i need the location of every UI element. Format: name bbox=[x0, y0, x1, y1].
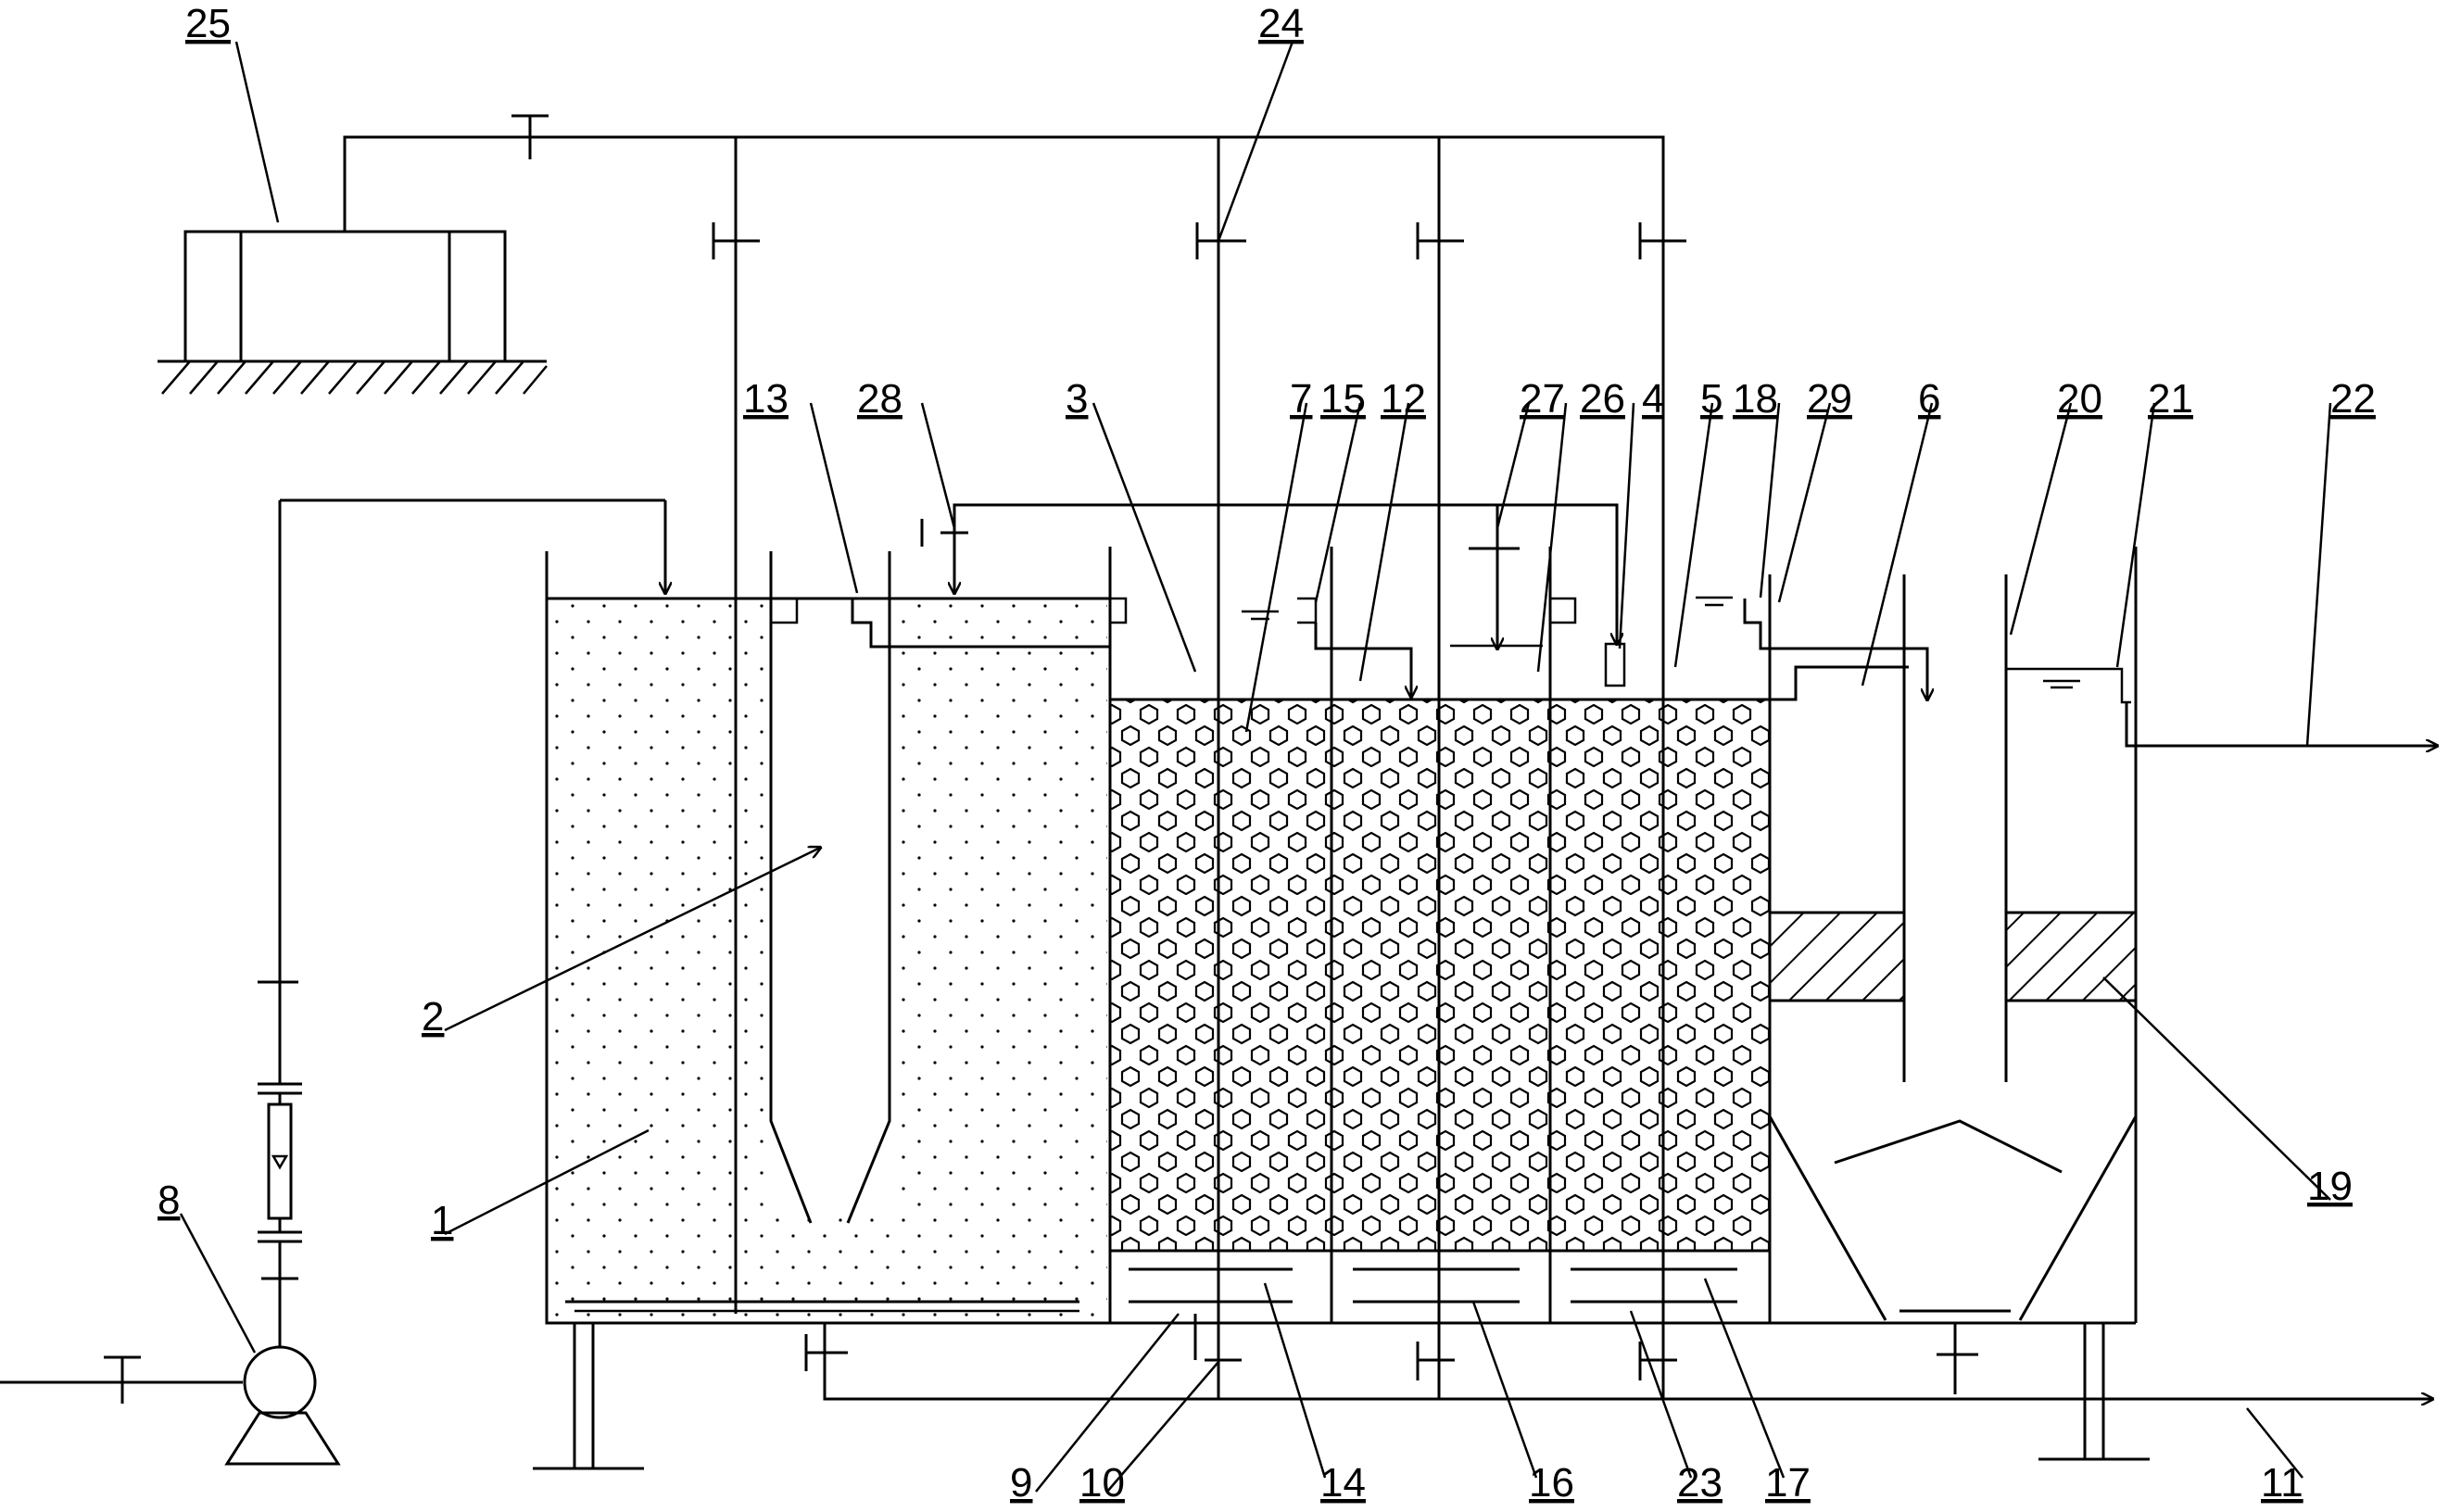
influent-pipe bbox=[258, 498, 665, 1280]
label-5: 5 bbox=[1700, 376, 1723, 422]
air-valves-bottom bbox=[1193, 1314, 1677, 1380]
label-23: 23 bbox=[1677, 1460, 1723, 1506]
valve-27 bbox=[1469, 505, 1520, 649]
label-15: 15 bbox=[1320, 376, 1366, 422]
label-7: 7 bbox=[1290, 376, 1312, 422]
label-29: 29 bbox=[1807, 376, 1852, 422]
flow-meter bbox=[267, 1102, 293, 1220]
discharge-pipe-11 bbox=[804, 1323, 2432, 1399]
overflow-weir-13 bbox=[771, 597, 1110, 649]
label-21: 21 bbox=[2148, 376, 2193, 422]
label-10: 10 bbox=[1079, 1460, 1125, 1506]
label-6: 6 bbox=[1918, 376, 1940, 422]
label-19: 19 bbox=[2307, 1164, 2353, 1209]
sensor-26 bbox=[1604, 642, 1626, 687]
leader-lines bbox=[179, 41, 2332, 1493]
label-13: 13 bbox=[743, 376, 789, 422]
label-25: 25 bbox=[185, 1, 231, 46]
label-28: 28 bbox=[857, 376, 902, 422]
label-12: 12 bbox=[1381, 376, 1426, 422]
filler-chambers bbox=[920, 503, 2136, 1380]
tank-1 bbox=[533, 551, 1110, 1470]
aerator-17 bbox=[1571, 1267, 1737, 1304]
label-27: 27 bbox=[1520, 376, 1565, 422]
branch-valve-1 bbox=[712, 222, 760, 259]
ground-hatch bbox=[161, 360, 548, 395]
weir-21 bbox=[2113, 667, 2131, 704]
label-22: 22 bbox=[2330, 376, 2376, 422]
air-header-valve bbox=[511, 114, 549, 159]
label-1: 1 bbox=[431, 1198, 453, 1243]
label-24: 24 bbox=[1258, 1, 1304, 46]
branch-valve-3 bbox=[1416, 222, 1464, 259]
recycle-pipe-28 bbox=[920, 503, 1617, 644]
label-11: 11 bbox=[2261, 1460, 2303, 1506]
number-labels: 25 24 13 28 3 7 15 12 27 4 26 5 18 29 6 … bbox=[158, 1, 2376, 1506]
label-20: 20 bbox=[2057, 376, 2102, 422]
label-3: 3 bbox=[1066, 376, 1088, 422]
settling-tank-6 bbox=[1768, 547, 2437, 1461]
water-level-5 bbox=[1696, 596, 1733, 607]
effluent-pipe-22 bbox=[2125, 702, 2437, 746]
feed-pump bbox=[0, 1241, 341, 1466]
label-14: 14 bbox=[1320, 1460, 1366, 1506]
inner-cylinder-2 bbox=[769, 551, 891, 1224]
sludge-valve bbox=[1937, 1323, 1978, 1394]
label-2: 2 bbox=[422, 994, 444, 1040]
weir-15 bbox=[1110, 597, 1411, 697]
label-8: 8 bbox=[158, 1178, 180, 1223]
label-17: 17 bbox=[1765, 1460, 1811, 1506]
label-16: 16 bbox=[1529, 1460, 1574, 1506]
stand-right bbox=[2038, 1323, 2150, 1461]
label-4: 4 bbox=[1642, 376, 1664, 422]
label-9: 9 bbox=[1010, 1460, 1032, 1506]
branch-valve-2 bbox=[1195, 222, 1246, 259]
stand-left bbox=[533, 1323, 644, 1470]
label-18: 18 bbox=[1733, 376, 1778, 422]
gas-supply-unit bbox=[158, 230, 548, 395]
water-level-20 bbox=[2006, 667, 2113, 689]
aerator-16 bbox=[1353, 1267, 1520, 1304]
branch-valve-4 bbox=[1638, 222, 1686, 259]
label-26: 26 bbox=[1580, 376, 1625, 422]
weir-18 bbox=[1550, 574, 1927, 699]
aerator-14 bbox=[1129, 1267, 1293, 1304]
water-level-3 bbox=[1242, 610, 1279, 621]
